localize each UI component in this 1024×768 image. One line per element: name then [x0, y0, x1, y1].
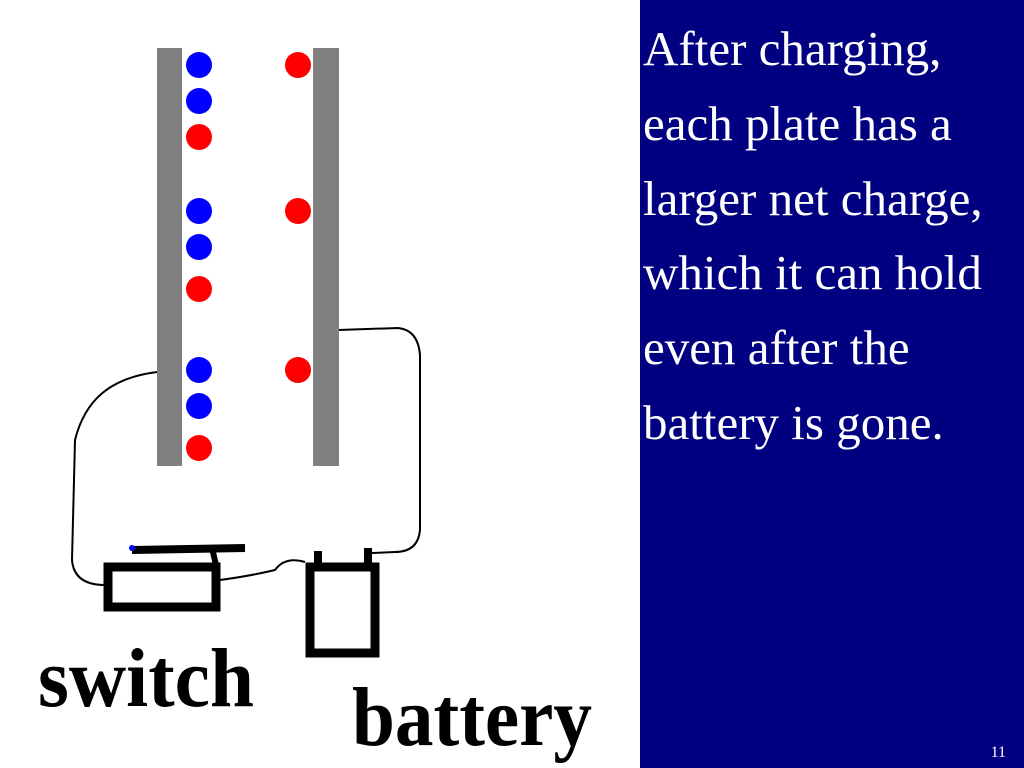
body-text: After charging, each plate has a larger …: [643, 21, 983, 450]
slide-number: 11: [990, 744, 1006, 761]
negative-charge: [186, 52, 212, 78]
negative-charge: [186, 88, 212, 114]
negative-charge: [186, 393, 212, 419]
negative-charge: [186, 198, 212, 224]
wire-right: [337, 326, 421, 554]
positive-charge: [186, 276, 212, 302]
left-plate: [157, 48, 182, 466]
negative-charge: [186, 357, 212, 383]
capacitor-diagram: switch battery: [38, 48, 592, 764]
wire-left: [70, 371, 158, 586]
battery-symbol: [305, 548, 380, 658]
positive-charge: [186, 124, 212, 150]
switch-symbol: [103, 544, 246, 612]
wire-switch-battery: [219, 559, 306, 581]
text-panel: After charging, each plate has a larger …: [640, 0, 1024, 768]
positive-charge: [285, 52, 311, 78]
battery-label: battery: [352, 671, 592, 764]
positive-charge: [285, 357, 311, 383]
right-plate-charges: [285, 52, 311, 383]
right-plate: [313, 48, 339, 466]
positive-charge: [285, 198, 311, 224]
switch-label: switch: [38, 632, 254, 725]
positive-charge: [186, 435, 212, 461]
left-plate-charges: [186, 52, 212, 461]
negative-charge: [186, 234, 212, 260]
